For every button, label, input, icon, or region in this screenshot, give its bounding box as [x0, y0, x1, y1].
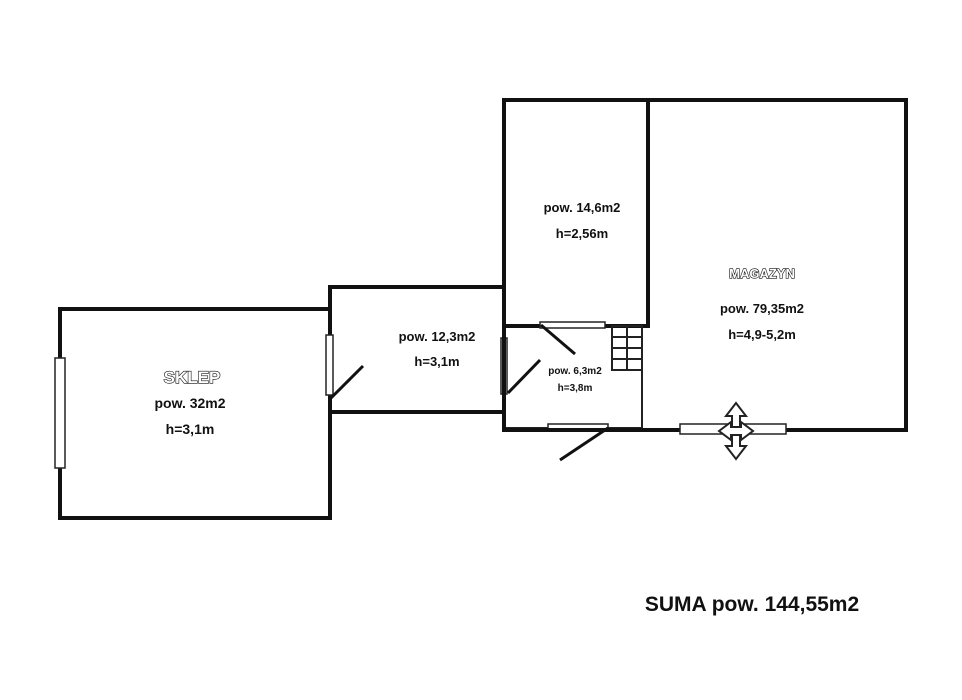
corridor-door: [329, 364, 365, 400]
room-corridor-area: pow. 12,3m2: [399, 329, 476, 344]
room-sklep-area: pow. 32m2: [154, 395, 225, 411]
room-small-area: pow. 6,3m2: [548, 366, 602, 377]
room-sklep: SKLEP pow. 32m2 h=3,1m: [54, 307, 332, 520]
corridor-door-frame: [325, 334, 334, 396]
room-magazyn-name: MAGAZYN: [729, 266, 795, 281]
room-magazyn-height: h=4,9-5,2m: [728, 327, 796, 342]
double-arrow-icon: [717, 401, 755, 461]
sklep-window: [54, 357, 66, 469]
small-left-door: [506, 358, 542, 395]
room-magazyn-walls: [502, 98, 908, 432]
total-area: SUMA pow. 144,55m2: [645, 593, 859, 616]
room-corridor: pow. 12,3m2 h=3,1m: [325, 285, 506, 414]
small-bottom-door: [559, 426, 609, 462]
room-upper-height: h=2,56m: [556, 226, 608, 241]
small-top-door-frame: [539, 321, 606, 329]
room-upper: pow. 14,6m2 h=2,56m: [502, 98, 650, 328]
small-top-door: [540, 323, 576, 356]
room-sklep-walls: [58, 307, 332, 520]
room-upper-area: pow. 14,6m2: [544, 200, 621, 215]
room-sklep-name: SKLEP: [164, 368, 221, 387]
room-corridor-walls: [328, 285, 506, 414]
room-corridor-height: h=3,1m: [414, 354, 459, 369]
stairs-icon: [611, 325, 643, 371]
room-small: pow. 6,3m2 h=3,8m: [500, 321, 643, 462]
room-magazyn-area: pow. 79,35m2: [720, 301, 804, 316]
room-small-height: h=3,8m: [558, 383, 593, 394]
room-magazyn: MAGAZYN pow. 79,35m2 h=4,9-5,2m: [502, 98, 908, 461]
room-sklep-height: h=3,1m: [166, 421, 215, 437]
